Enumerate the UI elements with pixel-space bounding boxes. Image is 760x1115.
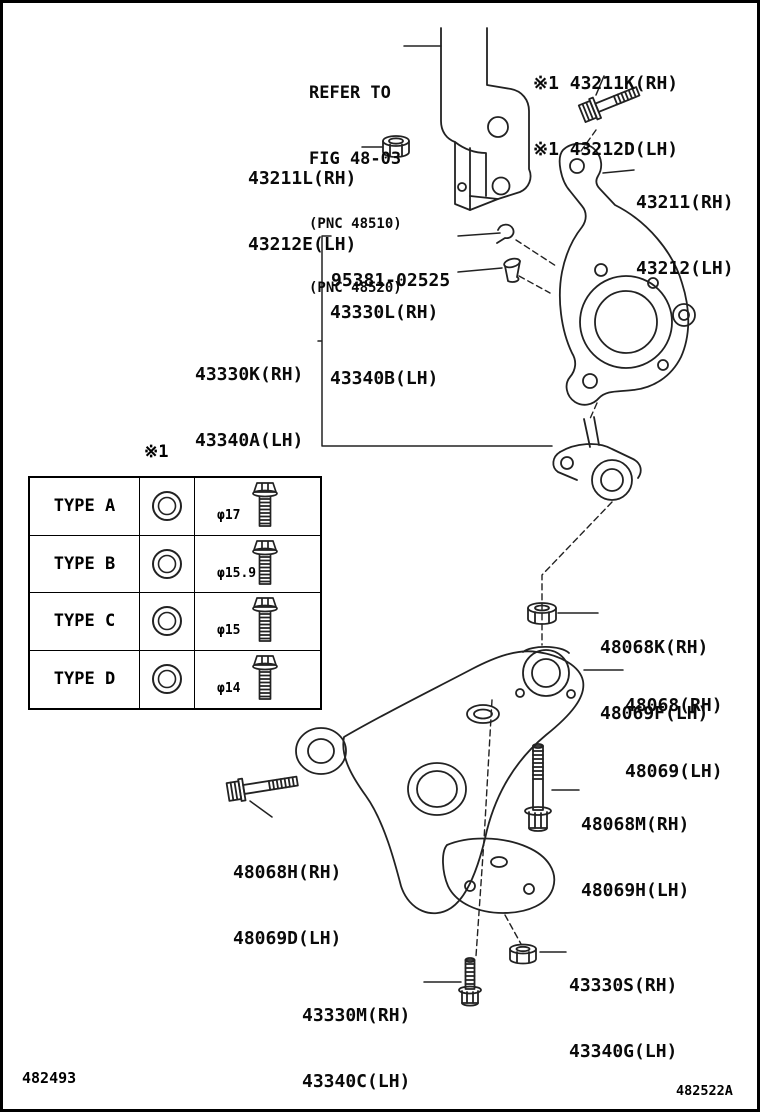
label-48068m: 48068M(RH) 48069H(LH): [581, 770, 689, 924]
strut-bolt-drawing: [577, 86, 641, 123]
part-number-text: 95381-02525: [331, 270, 451, 291]
type-label: TYPE D: [53, 669, 116, 690]
part-number-text: (PNC 48510): [309, 216, 402, 232]
nut-top-icon: [152, 548, 182, 579]
control-arm-drawing: [295, 645, 585, 915]
part-number-text: 43330L(RH): [330, 302, 439, 323]
part-number-text: 48068K(RH): [600, 637, 709, 658]
label-43330l: 43330L(RH) 43340B(LH): [330, 258, 438, 412]
part-number-text: FIG 48-03: [309, 149, 402, 169]
snap-ring-drawing: [496, 223, 515, 244]
nut-top-icon: [152, 606, 182, 637]
bolt-diameter-label: φ17: [217, 508, 241, 523]
part-number-text: 43211L(RH): [248, 168, 357, 189]
table-note-mark: ※1: [144, 442, 169, 462]
bolt-icon-cell: φ17: [195, 478, 320, 536]
label-refer-note: REFER TO FIG 48-03 (PNC 48510) (PNC 4852…: [309, 38, 402, 320]
label-43330s: 43330S(RH) 43340G(LH): [569, 931, 677, 1085]
strut-nut-drawing: [382, 135, 410, 158]
part-number-text: 43340C(LH): [302, 1071, 411, 1092]
bolt-icon-cell: φ14: [195, 651, 320, 709]
ball-joint-drawing: [552, 416, 642, 501]
type-label-cell: TYPE D: [30, 650, 140, 708]
strut-drawing: [440, 27, 532, 211]
page-code-left: 482493: [22, 1069, 77, 1087]
part-number-text: 43340G(LH): [569, 1041, 678, 1062]
bolt-icon-cell: φ15: [195, 593, 320, 651]
label-43211l: 43211L(RH) 43212E(LH): [248, 124, 356, 278]
bolt-side-icon: [251, 597, 278, 643]
assembly-dashed-lines: [475, 129, 613, 957]
nut-icon-cell: [140, 593, 195, 651]
bolt-side-icon: [251, 482, 278, 528]
part-number-text: 43212(LH): [636, 258, 734, 279]
part-number-text: 43330M(RH): [302, 1005, 411, 1026]
bolt-side-icon: [251, 539, 278, 585]
part-number-text: ※1 43212D(LH): [533, 139, 679, 160]
part-number-text: 43212E(LH): [248, 234, 357, 255]
front-bolt-drawing: [225, 775, 299, 802]
part-number-text: ※1 43211K(RH): [533, 73, 679, 94]
label-43211: 43211(RH) 43212(LH): [636, 148, 734, 302]
ball-joint-stud-drawing: [503, 257, 521, 283]
part-number-text: 43340B(LH): [330, 368, 439, 389]
label-48068h: 48068H(RH) 48069D(LH): [233, 818, 341, 972]
type-label: TYPE C: [53, 611, 116, 632]
nut-top-icon: [152, 491, 182, 522]
nut-top-icon: [152, 664, 182, 695]
long-bolt-drawing: [524, 743, 552, 832]
part-number-text: 43330S(RH): [569, 975, 678, 996]
bolt-side-icon: [251, 655, 278, 701]
bolt-diameter-label: φ14: [217, 680, 241, 696]
nut-icon-cell: [140, 478, 195, 536]
type-label-cell: TYPE C: [30, 593, 140, 651]
bolt-icon-cell: φ15.9: [195, 536, 320, 593]
small-nut-drawing: [509, 943, 537, 965]
label-95381: 95381-02525: [331, 226, 450, 314]
part-number-text: 48069F(LH): [600, 703, 709, 724]
small-bolt-drawing: [458, 957, 482, 1007]
bolt-diameter-label: φ15: [217, 623, 241, 638]
part-number-text: 48069H(LH): [581, 880, 690, 901]
part-number-text: 43340A(LH): [195, 430, 304, 451]
label-43330k: 43330K(RH) 43340A(LH): [195, 320, 303, 474]
nut-icon-cell: [140, 535, 195, 593]
label-48068k: 48068K(RH) 48069F(LH): [600, 593, 708, 747]
type-table: TYPE A φ17 TYPE B: [28, 476, 322, 710]
type-label-cell: TYPE B: [30, 535, 140, 593]
type-label: TYPE B: [53, 553, 116, 574]
part-number-text: REFER TO: [309, 83, 391, 103]
part-number-text: 48068H(RH): [233, 862, 342, 883]
type-label: TYPE A: [53, 496, 116, 517]
page-code-right: 482522A: [676, 1083, 733, 1099]
part-number-text: (PNC 48520): [309, 280, 402, 296]
part-number-text: 48068(RH): [625, 695, 723, 716]
nut-icon-cell: [140, 650, 195, 708]
part-number-text: 48069D(LH): [233, 928, 342, 949]
leader-lines: [249, 45, 635, 983]
type-label-cell: TYPE A: [30, 478, 140, 536]
label-43330m: 43330M(RH) 43340C(LH): [302, 961, 410, 1115]
part-number-text: 48069(LH): [625, 761, 723, 782]
knuckle-drawing: [558, 142, 696, 406]
part-number-text: 48068M(RH): [581, 814, 690, 835]
part-number-text: 43211(RH): [636, 192, 734, 213]
label-43211k: ※1 43211K(RH) ※1 43212D(LH): [533, 29, 678, 183]
label-48068: 48068(RH) 48069(LH): [625, 651, 723, 805]
part-number-text: 43330K(RH): [195, 364, 304, 385]
bolt-diameter-label: φ15.9: [217, 565, 257, 581]
